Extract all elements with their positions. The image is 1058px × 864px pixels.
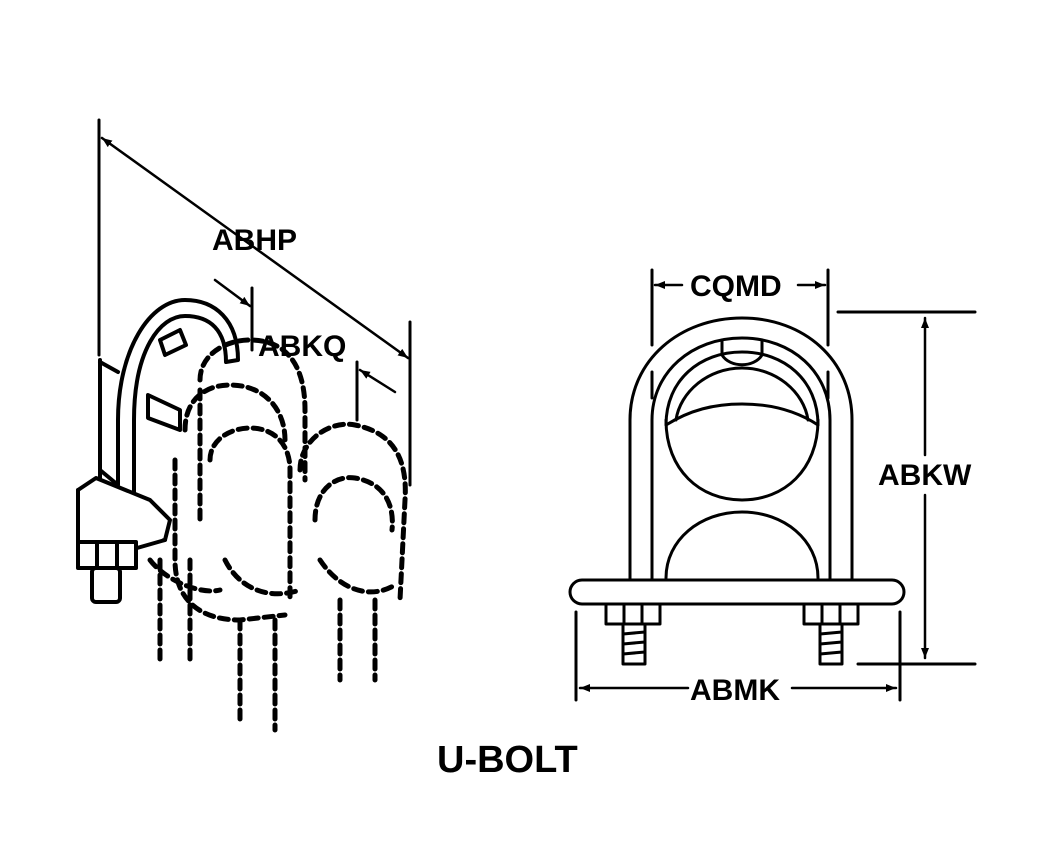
cqmd-label: CQMD: [690, 270, 782, 303]
abhp-label: ABHP: [212, 224, 297, 257]
u-bolt-inner: [650, 336, 832, 587]
base-plate: [568, 578, 906, 606]
abmk-label: ABMK: [690, 674, 780, 707]
isometric-view: [76, 118, 412, 733]
abkw-label: ABKW: [878, 459, 972, 492]
drawing-title: U-BOLT: [437, 739, 578, 781]
lower-pipe: [664, 510, 820, 580]
u-bolt-outer: [628, 316, 854, 587]
abhp-dimension-line: [100, 136, 410, 360]
abkq-label: ABKQ: [258, 330, 346, 363]
front-view: [568, 268, 977, 702]
upper-pipe: [664, 418, 820, 502]
dashed-u-bolts: [147, 337, 408, 733]
solid-u-bolt: [76, 298, 240, 604]
